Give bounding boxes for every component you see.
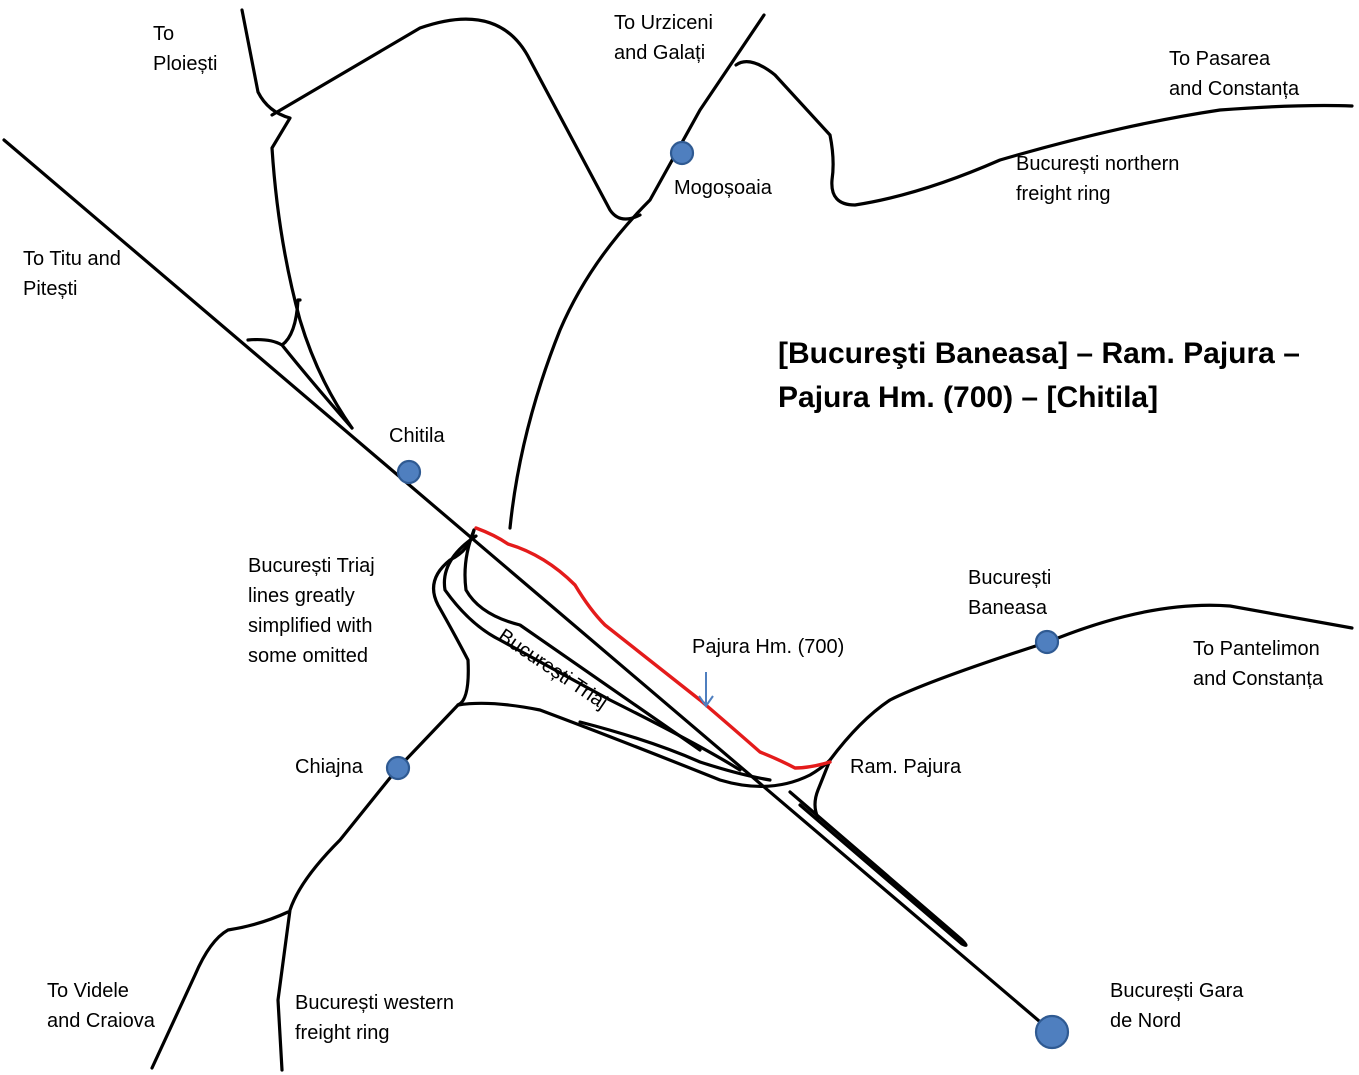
- station-chiajna-dot: [385, 755, 411, 781]
- triaj-yard-lower: [578, 720, 772, 782]
- station-mogosoaia-dot: [669, 140, 695, 166]
- northern-freight-ring: [734, 60, 1354, 207]
- main-line-titu-gara-de-nord: [2, 138, 1054, 1034]
- label-ram-pajura: Ram. Pajura: [850, 756, 962, 778]
- label-triaj-note-4: some omitted: [248, 645, 369, 667]
- label-chiajna: Chiajna: [295, 756, 363, 778]
- label-pajura-hm: Pajura Hm. (700): [692, 636, 845, 658]
- label-to-videle-2: and Craiova: [47, 1010, 155, 1032]
- videle-line: [150, 910, 290, 1070]
- label-to-pantelimon-1: To Pantelimon: [1193, 638, 1320, 660]
- urziceni-line: [508, 13, 766, 530]
- triaj-yard-outer: [431, 528, 476, 707]
- titu-branch-triangle: [246, 298, 354, 430]
- label-mogosoaia: Mogoșoaia: [674, 177, 772, 199]
- station-baneasa-dot: [1034, 629, 1060, 655]
- label-to-pasarea-2: and Constanța: [1169, 78, 1300, 100]
- label-to-urziceni-2: and Galați: [614, 42, 706, 64]
- label-to-ploiesti-1: To: [153, 23, 175, 45]
- baneasa-line: [813, 603, 1354, 820]
- label-western-ring-1: București western: [295, 992, 454, 1014]
- ploiesti-mogosoaia-link: [270, 17, 642, 221]
- ploiesti-line: [240, 8, 354, 430]
- western-freight-ring: [276, 703, 460, 1072]
- label-triaj-note-1: București Triaj: [248, 555, 375, 577]
- label-northern-ring-1: București northern: [1016, 153, 1180, 175]
- label-triaj-note-3: simplified with: [248, 615, 373, 637]
- label-to-titu-2: Pitești: [23, 278, 78, 300]
- label-chitila: Chitila: [389, 425, 445, 447]
- label-to-titu-1: To Titu and: [23, 248, 121, 270]
- station-gara-de-nord-dot: [1034, 1014, 1070, 1050]
- station-chitila-dot: [396, 459, 422, 485]
- label-western-ring-2: freight ring: [295, 1022, 390, 1044]
- label-triaj-note-2: lines greatly: [248, 585, 355, 607]
- pajura-hm-arrow: [698, 672, 714, 708]
- label-gara-de-nord-2: de Nord: [1110, 1010, 1182, 1032]
- triaj-yard-loop: [442, 534, 742, 772]
- triaj-yard-bottom: [456, 701, 832, 788]
- label-to-ploiesti-2: Ploiești: [153, 53, 218, 75]
- label-baneasa-2: Baneasa: [968, 597, 1047, 619]
- parallel-track-gara-de-nord: [788, 790, 968, 947]
- label-to-urziceni-1: To Urziceni: [614, 12, 713, 34]
- highlighted-route: [474, 526, 832, 770]
- label-gara-de-nord-1: București Gara: [1110, 980, 1244, 1002]
- label-baneasa-1: București: [968, 567, 1052, 589]
- map-title-line-1: [Bucureşti Baneasa] – Ram. Pajura –: [778, 337, 1300, 370]
- label-to-videle-1: To Videle: [47, 980, 129, 1002]
- map-title-line-2: Pajura Hm. (700) – [Chitila]: [778, 381, 1159, 414]
- triaj-yard-inner: [463, 528, 702, 752]
- label-to-pantelimon-2: and Constanța: [1193, 668, 1324, 690]
- label-to-pasarea-1: To Pasarea: [1169, 48, 1271, 70]
- label-northern-ring-2: freight ring: [1016, 183, 1111, 205]
